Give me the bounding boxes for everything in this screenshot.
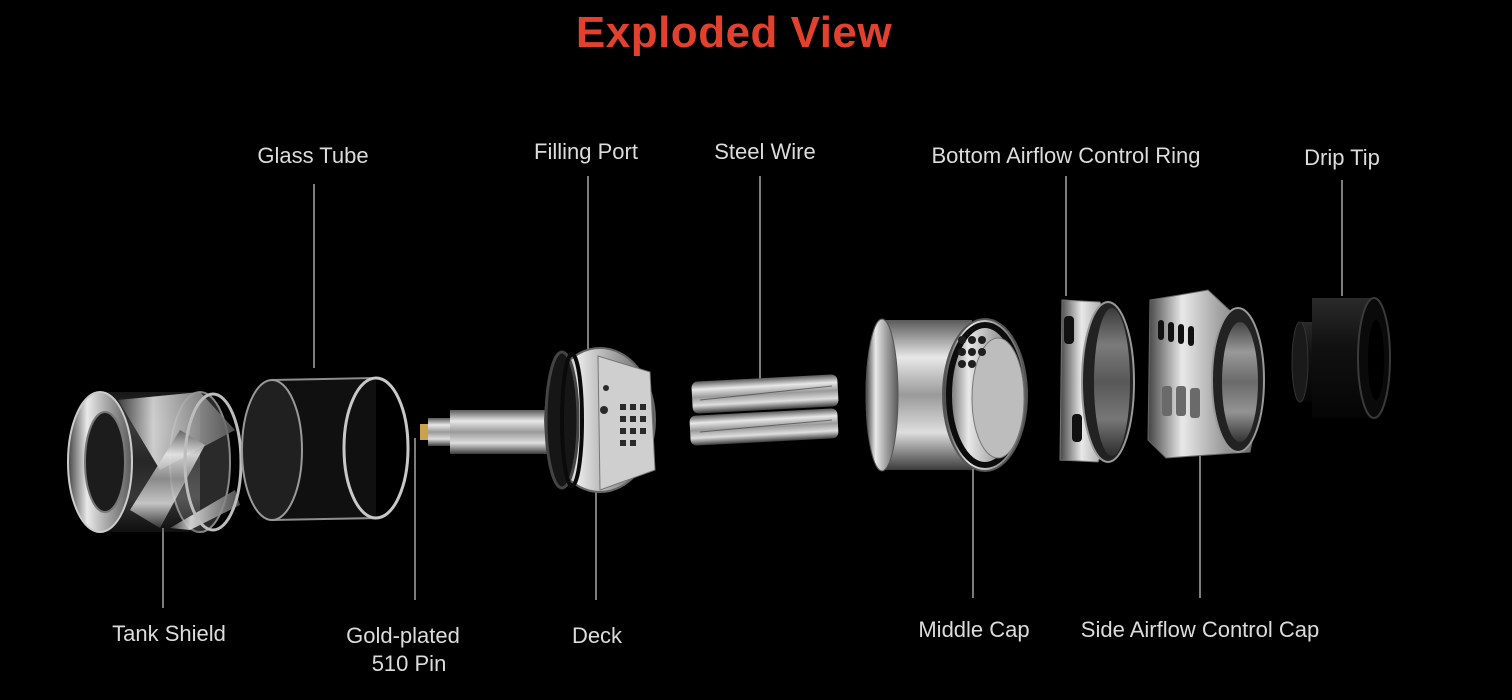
tank-shield-part <box>67 391 243 533</box>
label-bottom-airflow-ring: Bottom Airflow Control Ring <box>931 143 1201 168</box>
label-steel-wire: Steel Wire <box>714 139 816 164</box>
label-glass-tube: Glass Tube <box>257 143 369 168</box>
middle-cap-part <box>865 318 1028 472</box>
label-drip-tip: Drip Tip <box>1304 145 1380 170</box>
drip-tip-part <box>1291 297 1391 419</box>
page-title: Exploded View <box>575 8 893 57</box>
label-deck: Deck <box>571 623 623 648</box>
label-side-airflow-cap: Side Airflow Control Cap <box>1080 617 1320 642</box>
label-middle-cap: Middle Cap <box>918 617 1030 642</box>
side-airflow-cap-part <box>1147 289 1265 459</box>
label-filling-port: Filling Port <box>534 139 638 164</box>
label-gold-pin-line1: Gold-plated <box>346 623 460 648</box>
bottom-airflow-ring-part <box>1059 299 1135 463</box>
glass-tube-part <box>241 376 410 521</box>
steel-wire-part <box>689 374 839 446</box>
deck-part <box>420 347 656 493</box>
label-tank-shield: Tank Shield <box>112 621 226 646</box>
label-gold-pin-line2: 510 Pin <box>371 651 447 676</box>
